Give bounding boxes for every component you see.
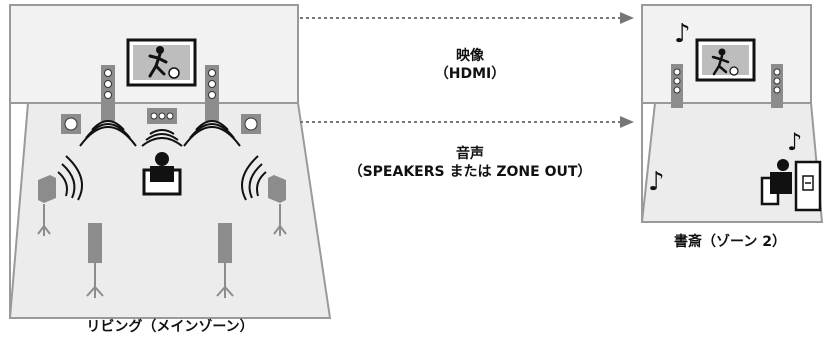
video-arrow	[300, 12, 634, 24]
music-note-icon: ♪	[648, 167, 665, 197]
surround-back-right-speaker-icon	[216, 223, 234, 298]
surround-back-left-speaker-icon	[86, 223, 104, 298]
music-note-icon: ♪	[674, 19, 691, 49]
main-room-label: リビング（メインゾーン）	[86, 319, 254, 335]
zone2-tv-icon	[695, 38, 756, 82]
surround-left-speaker-icon	[37, 155, 83, 236]
listener-icon	[142, 152, 182, 196]
main-room	[8, 4, 332, 319]
right-box-speaker-icon	[241, 114, 261, 134]
zone2-room: ♪ ♪ ♪	[640, 4, 824, 223]
audio-label-line1: 音声	[456, 146, 484, 162]
music-note-icon: ♪	[787, 128, 802, 156]
video-label-line1: 映像	[456, 48, 484, 64]
audio-label-line2: （SPEAKERS または ZONE OUT）	[348, 164, 592, 180]
zone2-right-speaker-icon	[771, 64, 783, 108]
front-left-speaker-icon	[79, 65, 137, 147]
audio-signal-label: 音声 （SPEAKERS または ZONE OUT）	[330, 145, 610, 181]
zone2-room-label: 書斎（ゾーン 2）	[674, 234, 786, 250]
tv-icon	[126, 38, 197, 87]
left-box-speaker-icon	[61, 114, 81, 134]
zone2-left-speaker-icon	[671, 64, 683, 108]
video-signal-label: 映像 （HDMI）	[400, 47, 540, 83]
video-label-line2: （HDMI）	[434, 66, 506, 82]
center-speaker-icon	[141, 108, 183, 147]
audio-arrow	[300, 116, 634, 128]
front-right-speaker-icon	[183, 65, 241, 147]
surround-right-speaker-icon	[241, 155, 287, 236]
zone2-listener-icon	[760, 159, 822, 212]
